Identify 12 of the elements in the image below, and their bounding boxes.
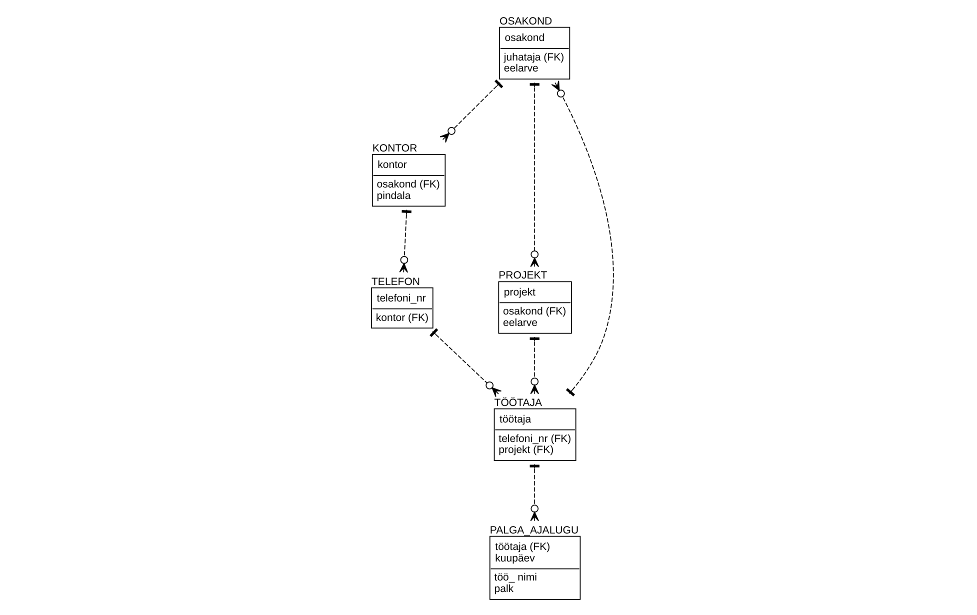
connector [529,464,539,522]
node-label: OSAKOND [499,15,552,28]
node-label: PROJEKT [498,270,547,282]
connector [529,82,539,268]
node-label: PALGA_AJALUGU [489,524,578,536]
node-label: TÖÖTAJA [494,396,542,409]
node-label: TELEFON [371,276,420,288]
connector [429,328,502,398]
connector [398,209,411,273]
connector [439,80,503,143]
connector [550,80,614,396]
node-label: KONTOR [372,142,417,155]
